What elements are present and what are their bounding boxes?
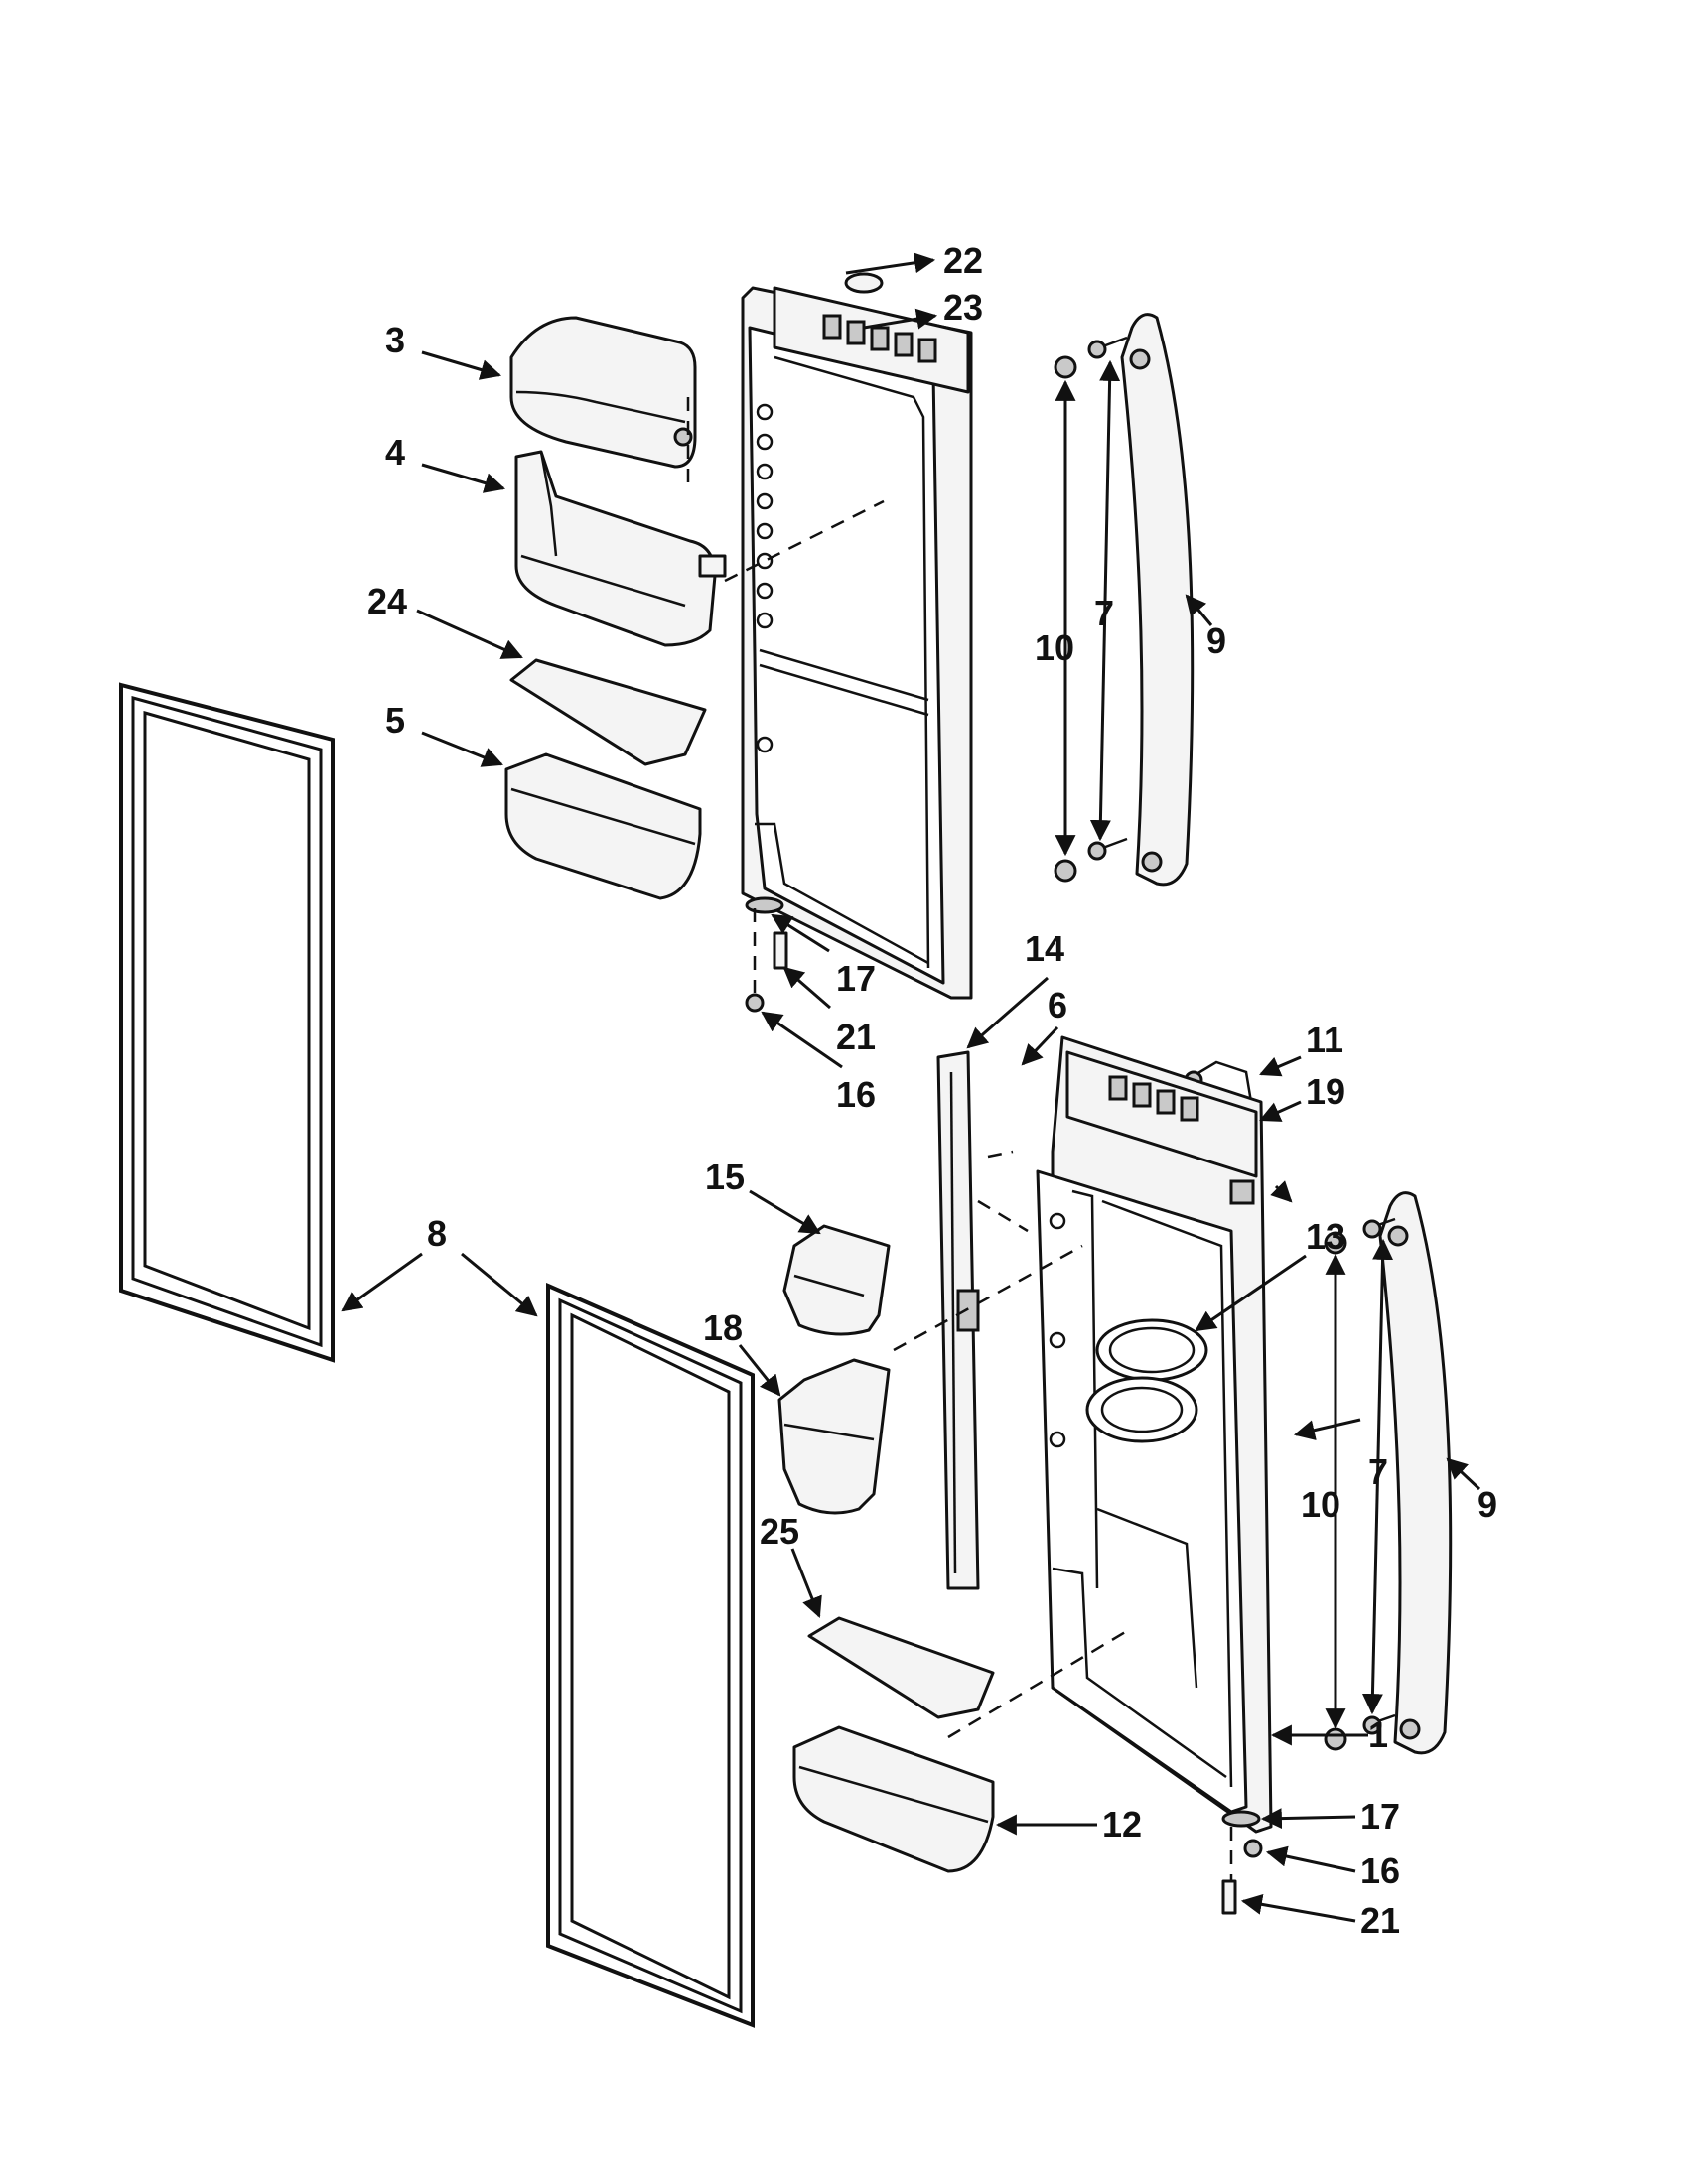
callout-17-upper: 17 — [836, 958, 876, 999]
upper-door-liner — [741, 286, 973, 1000]
callout-22: 22 — [943, 240, 983, 281]
callout-14: 14 — [1025, 928, 1064, 969]
callout-24: 24 — [367, 581, 407, 621]
dispenser-cover — [936, 1050, 980, 1590]
hinge-cap — [844, 272, 884, 294]
door-shelf-lower — [807, 1616, 995, 1719]
callout-21-lower: 21 — [1360, 1900, 1400, 1941]
door-gasket-right — [546, 1282, 755, 2028]
callout-11: 11 — [1306, 1020, 1343, 1060]
callout-18: 18 — [703, 1307, 743, 1348]
callout-8: 8 — [427, 1213, 447, 1254]
callout-7-upper: 7 — [1094, 593, 1114, 633]
dairy-bin — [514, 450, 727, 647]
door-bin-small — [782, 1224, 891, 1336]
callout-6: 6 — [1048, 985, 1067, 1025]
door-handle-upper — [1120, 313, 1195, 887]
callout-21-upper: 21 — [836, 1017, 876, 1057]
handle-mounting-hardware-upper — [1054, 336, 1128, 883]
hinge-hardware-upper — [745, 896, 788, 1013]
callout-1: 1 — [1368, 1714, 1388, 1755]
door-bin-lower — [792, 1725, 995, 1873]
door-gasket-left — [119, 682, 335, 1363]
ice-chute-seal — [1085, 1318, 1208, 1443]
callout-25: 25 — [760, 1511, 799, 1552]
callout-4: 4 — [385, 432, 405, 473]
callout-5: 5 — [385, 700, 405, 741]
door-bin-medium — [777, 1358, 891, 1515]
callout-16-lower: 16 — [1360, 1850, 1400, 1891]
hinge-hardware-lower — [1221, 1810, 1263, 1915]
callout-7-lower: 7 — [1368, 1451, 1388, 1492]
dairy-door-cover — [509, 316, 697, 469]
callout-10-upper: 10 — [1035, 627, 1074, 668]
lower-dispenser-button-row — [1108, 1075, 1199, 1122]
callout-12: 12 — [1102, 1804, 1142, 1844]
callout-9-lower: 9 — [1477, 1484, 1497, 1525]
assembly-lines — [686, 397, 1133, 1739]
callout-15: 15 — [705, 1157, 745, 1197]
callout-9-upper: 9 — [1206, 620, 1226, 661]
callout-13: 13 — [1306, 1216, 1345, 1257]
leader-lines — [341, 252, 1481, 1923]
door-handle-lower — [1378, 1191, 1453, 1755]
callout-3: 3 — [385, 320, 405, 360]
callout-labels: 1 3 4 5 6 7 7 8 9 9 10 10 11 12 13 14 15… — [367, 240, 1497, 1941]
upper-dispenser-button-row — [822, 314, 937, 363]
door-shelf-upper — [509, 658, 707, 766]
callout-17-lower: 17 — [1360, 1796, 1400, 1837]
callout-16-upper: 16 — [836, 1074, 876, 1115]
door-bin-upper — [504, 752, 702, 900]
callout-19: 19 — [1306, 1071, 1345, 1112]
upper-shelf-supports — [756, 403, 774, 753]
callout-10-lower: 10 — [1301, 1484, 1340, 1525]
callout-23: 23 — [943, 287, 983, 328]
